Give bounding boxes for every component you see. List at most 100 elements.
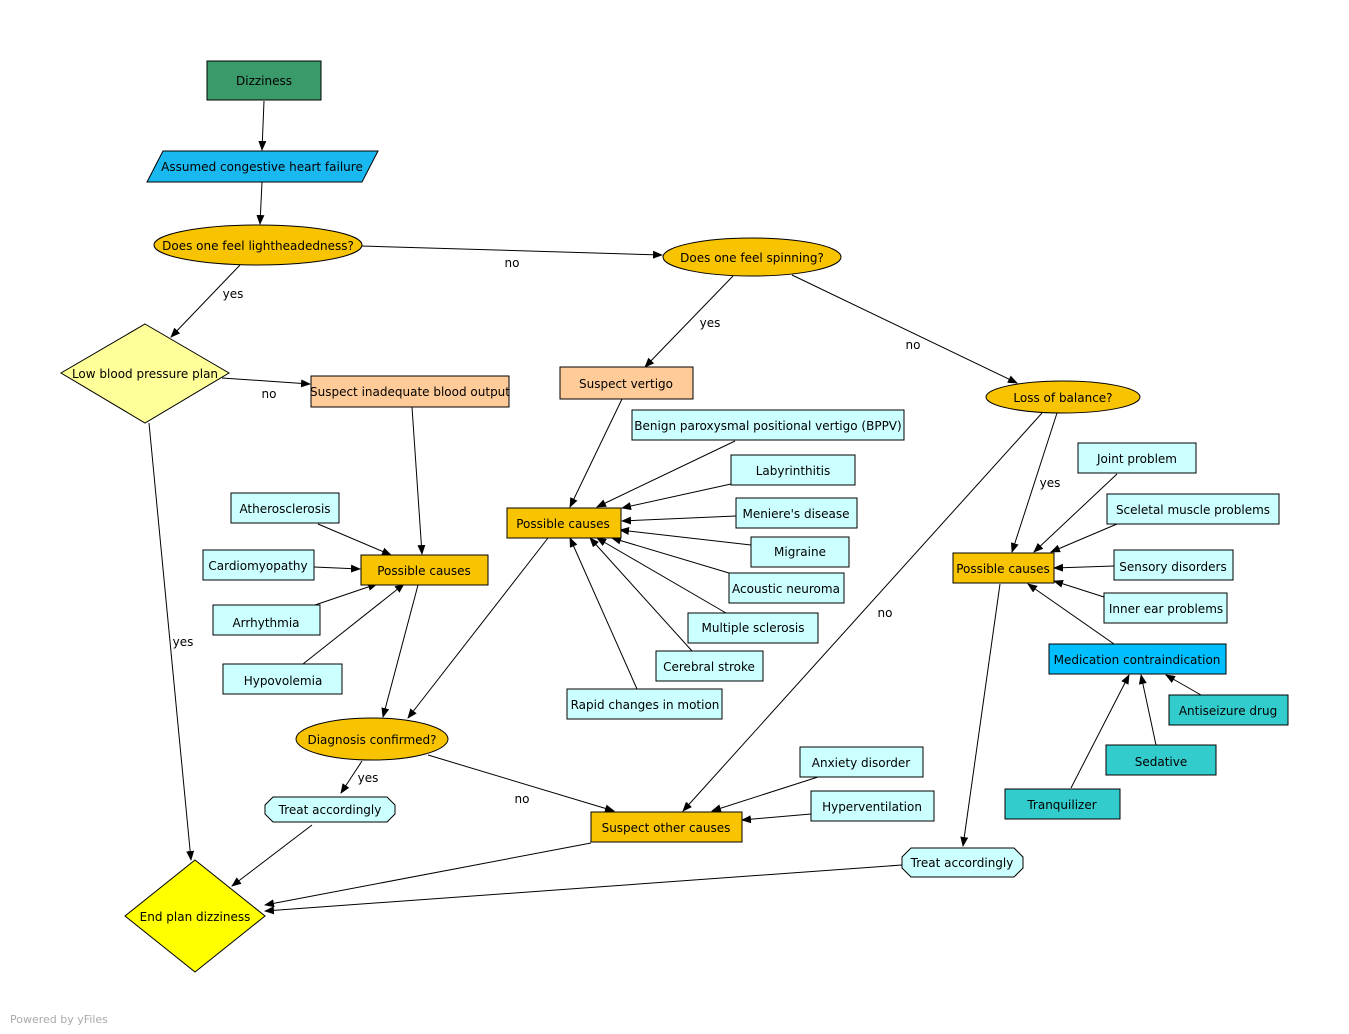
node-rapid[interactable]: Rapid changes in motion (566, 688, 723, 720)
footer-credit: Powered by yFiles (10, 1013, 108, 1026)
edge-antiseizure-medication (1165, 674, 1202, 696)
node-labyrinthitis[interactable]: Labyrinthitis (730, 454, 856, 486)
node-spinning[interactable]: Does one feel spinning? (662, 237, 842, 277)
node-athero[interactable]: Atherosclerosis (230, 492, 340, 524)
node-suspect-vertigo-label: Suspect vertigo (579, 377, 673, 391)
node-hypovolemia[interactable]: Hypovolemia (222, 663, 343, 695)
node-medication[interactable]: Medication contraindication (1048, 643, 1227, 675)
node-meniere-label: Meniere's disease (742, 507, 849, 521)
node-antiseizure-label: Antiseizure drug (1179, 704, 1277, 718)
node-ms[interactable]: Multiple sclerosis (687, 612, 819, 644)
node-rapid-label: Rapid changes in motion (571, 698, 720, 712)
node-end[interactable]: End plan dizziness (124, 859, 266, 973)
edge-ms-causes (596, 537, 727, 614)
node-lowbp[interactable]: Low blood pressure plan (60, 323, 230, 424)
node-diagnosis[interactable]: Diagnosis confirmed? (295, 717, 449, 761)
edge-lowbp-end (148, 422, 195, 861)
node-labyrinthitis-label: Labyrinthitis (756, 464, 831, 478)
node-hyperventilation-label: Hyperventilation (822, 800, 922, 814)
node-causes-blood[interactable]: Possible causes (360, 554, 489, 586)
edge-lightheaded-spinning (361, 245, 663, 259)
node-hyperventilation[interactable]: Hyperventilation (810, 790, 935, 822)
node-sedative-label: Sedative (1135, 755, 1188, 769)
node-balance-label: Loss of balance? (1013, 391, 1112, 405)
edge-joint-causes (1033, 473, 1118, 553)
node-chf[interactable]: Assumed congestive heart failure (146, 150, 379, 183)
node-cardio[interactable]: Cardiomyopathy (202, 549, 315, 581)
node-other[interactable]: Suspect other causes (590, 811, 743, 843)
node-causes-vertigo[interactable]: Possible causes (506, 507, 622, 539)
edge-causesblood-diagnosis (381, 584, 419, 718)
node-suspect-blood-label: Suspect inadequate blood output (310, 385, 510, 399)
edge-diagnosis-treat1 (340, 760, 363, 794)
edges (148, 100, 1202, 915)
edge-treat1-end (231, 824, 313, 887)
edge-sensory-causes (1053, 563, 1115, 572)
edge-medication-causes (1027, 583, 1115, 645)
node-anxiety[interactable]: Anxiety disorder (799, 746, 924, 778)
node-suspect-vertigo[interactable]: Suspect vertigo (559, 366, 694, 400)
node-innerear-label: Inner ear problems (1109, 602, 1223, 616)
node-lowbp-label: Low blood pressure plan (72, 367, 218, 381)
edge-lowbp-suspectblood (221, 377, 311, 388)
edge-label-balance-no: no (878, 606, 893, 620)
node-suspect-blood[interactable]: Suspect inadequate blood output (310, 375, 510, 408)
node-tranquilizer-label: Tranquilizer (1026, 798, 1096, 812)
node-tranquilizer[interactable]: Tranquilizer (1004, 788, 1121, 820)
node-dizziness[interactable]: Dizziness (206, 60, 322, 101)
node-migraine[interactable]: Migraine (750, 536, 850, 568)
edge-athero-causes (317, 523, 392, 556)
node-treat1[interactable]: Treat accordingly (264, 796, 396, 823)
edge-dizziness-chf (258, 100, 267, 151)
node-causes-vertigo-label: Possible causes (516, 517, 610, 531)
edge-bppv-causes (596, 440, 736, 508)
node-lightheaded-label: Does one feel lightheadedness? (162, 239, 354, 253)
node-arrhythmia[interactable]: Arrhythmia (212, 604, 321, 636)
node-sensory-label: Sensory disorders (1119, 560, 1227, 574)
node-causes-blood-label: Possible causes (377, 564, 471, 578)
node-diagnosis-label: Diagnosis confirmed? (307, 733, 436, 747)
node-sensory[interactable]: Sensory disorders (1113, 549, 1234, 581)
node-arrhythmia-label: Arrhythmia (232, 616, 299, 630)
edge-labyrinthitis-causes (621, 483, 732, 510)
edge-causesbalance-treat2 (960, 583, 1001, 847)
node-lightheaded[interactable]: Does one feel lightheadedness? (153, 224, 363, 266)
node-cardio-label: Cardiomyopathy (208, 559, 307, 573)
edge-rapid-causes (569, 537, 638, 690)
node-treat2[interactable]: Treat accordingly (901, 847, 1024, 878)
node-dizziness-label: Dizziness (236, 74, 292, 88)
node-bppv-label: Benign paroxysmal positional vertigo (BP… (634, 419, 901, 433)
node-treat1-label: Treat accordingly (278, 803, 382, 817)
edge-arrhythmia-causes (314, 583, 378, 606)
node-end-label: End plan dizziness (140, 910, 251, 924)
edge-spinning-vertigo (644, 275, 734, 368)
node-sceletal[interactable]: Sceletal muscle problems (1106, 493, 1280, 525)
node-bppv[interactable]: Benign paroxysmal positional vertigo (BP… (631, 409, 905, 441)
node-balance[interactable]: Loss of balance? (985, 380, 1141, 414)
edge-label-lowbp-no: no (262, 387, 277, 401)
edge-balance-other (682, 412, 1043, 812)
node-causes-balance[interactable]: Possible causes (952, 552, 1055, 584)
node-stroke-label: Cerebral stroke (663, 660, 755, 674)
node-causes-balance-label: Possible causes (956, 562, 1050, 576)
node-meniere[interactable]: Meniere's disease (735, 497, 858, 529)
edge-innerear-causes (1053, 579, 1105, 598)
edge-lightheaded-lowbp (170, 264, 241, 338)
edge-label-diag-yes: yes (358, 771, 379, 785)
node-antiseizure[interactable]: Antiseizure drug (1168, 694, 1289, 726)
edge-label-spin-yes: yes (700, 316, 721, 330)
edge-tranquilizer-medication (1070, 674, 1130, 789)
edge-suspectvertigo-causes (569, 398, 623, 508)
node-joint-label: Joint problem (1096, 452, 1177, 466)
node-acoustic[interactable]: Acoustic neuroma (728, 572, 845, 604)
node-stroke[interactable]: Cerebral stroke (655, 650, 764, 682)
edge-label-light-no: no (505, 256, 520, 270)
edge-label-balance-yes: yes (1040, 476, 1061, 490)
node-innerear[interactable]: Inner ear problems (1103, 592, 1228, 624)
node-joint[interactable]: Joint problem (1077, 442, 1197, 474)
edge-label-light-yes: yes (223, 287, 244, 301)
node-hypovolemia-label: Hypovolemia (244, 674, 323, 688)
node-sedative[interactable]: Sedative (1105, 744, 1217, 776)
